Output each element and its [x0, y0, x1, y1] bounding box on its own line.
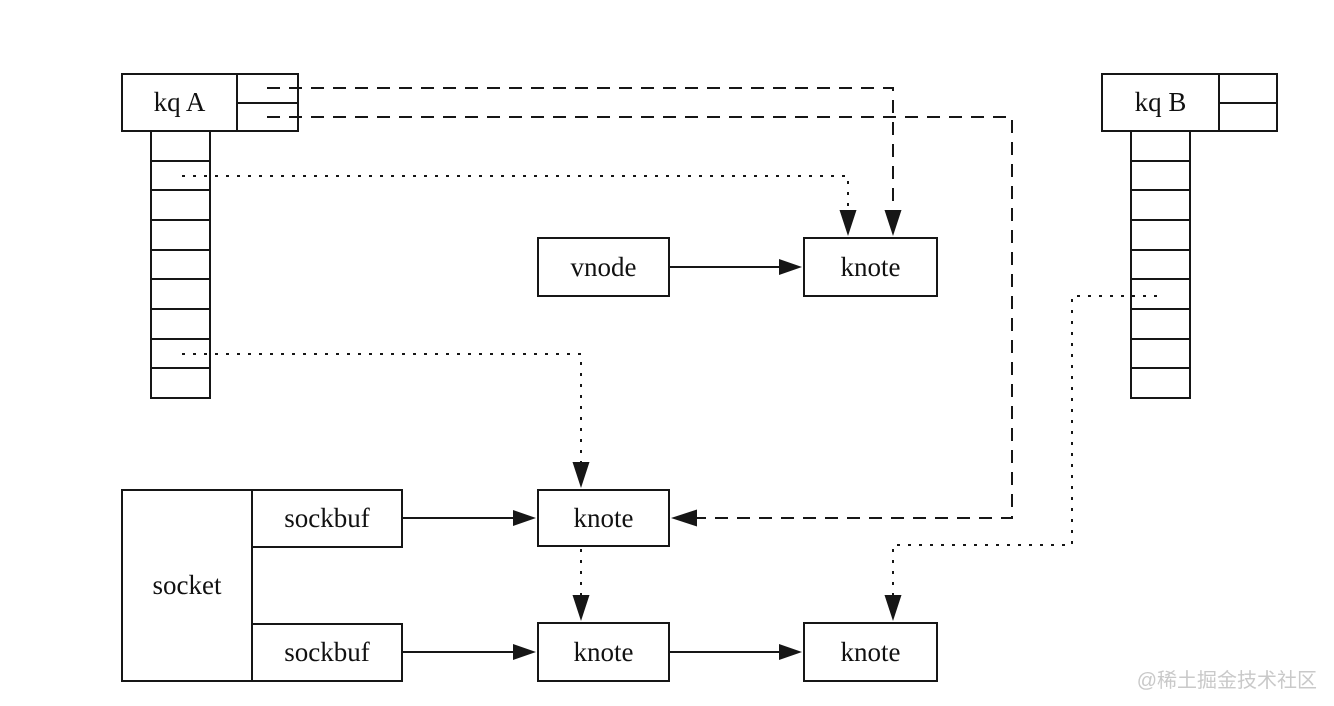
kq-a-slot [152, 278, 209, 308]
kq-a-slot [152, 132, 209, 160]
kq-b-header-cell [1220, 75, 1276, 102]
dotted-link-kqA-slot8-to-knote-sockbuf-rcv [182, 353, 590, 488]
kq-b-box: kq B [1101, 73, 1220, 132]
kq-a-header-cell [238, 75, 297, 102]
kq-a-slot-array [150, 130, 211, 399]
kq-b-slot [1132, 308, 1189, 338]
watermark: @稀土掘金技术社区 [1136, 670, 1317, 692]
knote-chain-label: knote [840, 636, 901, 667]
socket-label: socket [152, 570, 222, 600]
sockbuf-snd-box: sockbuf [251, 623, 403, 682]
kq-a-box: kq A [121, 73, 238, 132]
kq-a-slot [152, 219, 209, 249]
kq-b-slot [1132, 132, 1189, 160]
kq-a-slot [152, 189, 209, 219]
arrow-sockbuf-rcv-to-knote [403, 510, 536, 526]
knote-sockbuf-rcv-label: knote [573, 502, 634, 533]
knote-sockbuf-rcv-box: knote [537, 489, 670, 547]
dotted-link-kqA-slot2-to-knote-vnode [182, 175, 857, 236]
kq-a-slot [152, 308, 209, 338]
sockbuf-rcv-label: sockbuf [284, 503, 370, 533]
kq-a-slot [152, 367, 209, 397]
dashed-link-kqA-to-knote-vnode [267, 87, 902, 236]
kq-a-label: kq A [153, 87, 206, 117]
kq-b-slot [1132, 159, 1189, 190]
kq-b-slot [1132, 367, 1189, 397]
kq-b-slot [1132, 219, 1189, 249]
socket-box: socket [121, 489, 253, 682]
sockbuf-rcv-box: sockbuf [251, 489, 403, 548]
kq-b-slot [1132, 248, 1189, 279]
kq-a-header-cells [236, 73, 299, 132]
vnode-box: vnode [537, 237, 670, 297]
sockbuf-snd-label: sockbuf [284, 637, 370, 667]
kq-a-header-cell [238, 101, 297, 131]
arrow-knote-to-knote-chain [670, 644, 802, 660]
kq-b-slot [1132, 337, 1189, 368]
kq-b-header-cells [1218, 73, 1278, 132]
dashed-link-kqA-to-knote-sockbuf-rcv [267, 116, 1013, 527]
vnode-label: vnode [570, 251, 637, 282]
knote-chain-box: knote [803, 622, 938, 682]
arrow-vnode-to-knote [670, 259, 802, 275]
knote-sockbuf-snd-label: knote [573, 636, 634, 667]
kq-b-slot-array [1130, 130, 1191, 399]
kq-a-slot [152, 337, 209, 368]
kq-b-slot [1132, 189, 1189, 219]
knote-vnode-box: knote [803, 237, 938, 297]
arrow-sockbuf-snd-to-knote [403, 644, 536, 660]
kq-b-slot [1132, 278, 1189, 308]
knote-sockbuf-snd-box: knote [537, 622, 670, 682]
kq-b-header-cell [1220, 101, 1276, 131]
dotted-link-knote-rcv-to-knote-snd [572, 549, 590, 621]
kq-a-slot [152, 248, 209, 279]
kq-b-label: kq B [1134, 87, 1187, 117]
knote-vnode-label: knote [840, 251, 901, 282]
kq-a-slot [152, 159, 209, 190]
dotted-link-kqB-slot6-to-knote-chain [884, 295, 1157, 621]
